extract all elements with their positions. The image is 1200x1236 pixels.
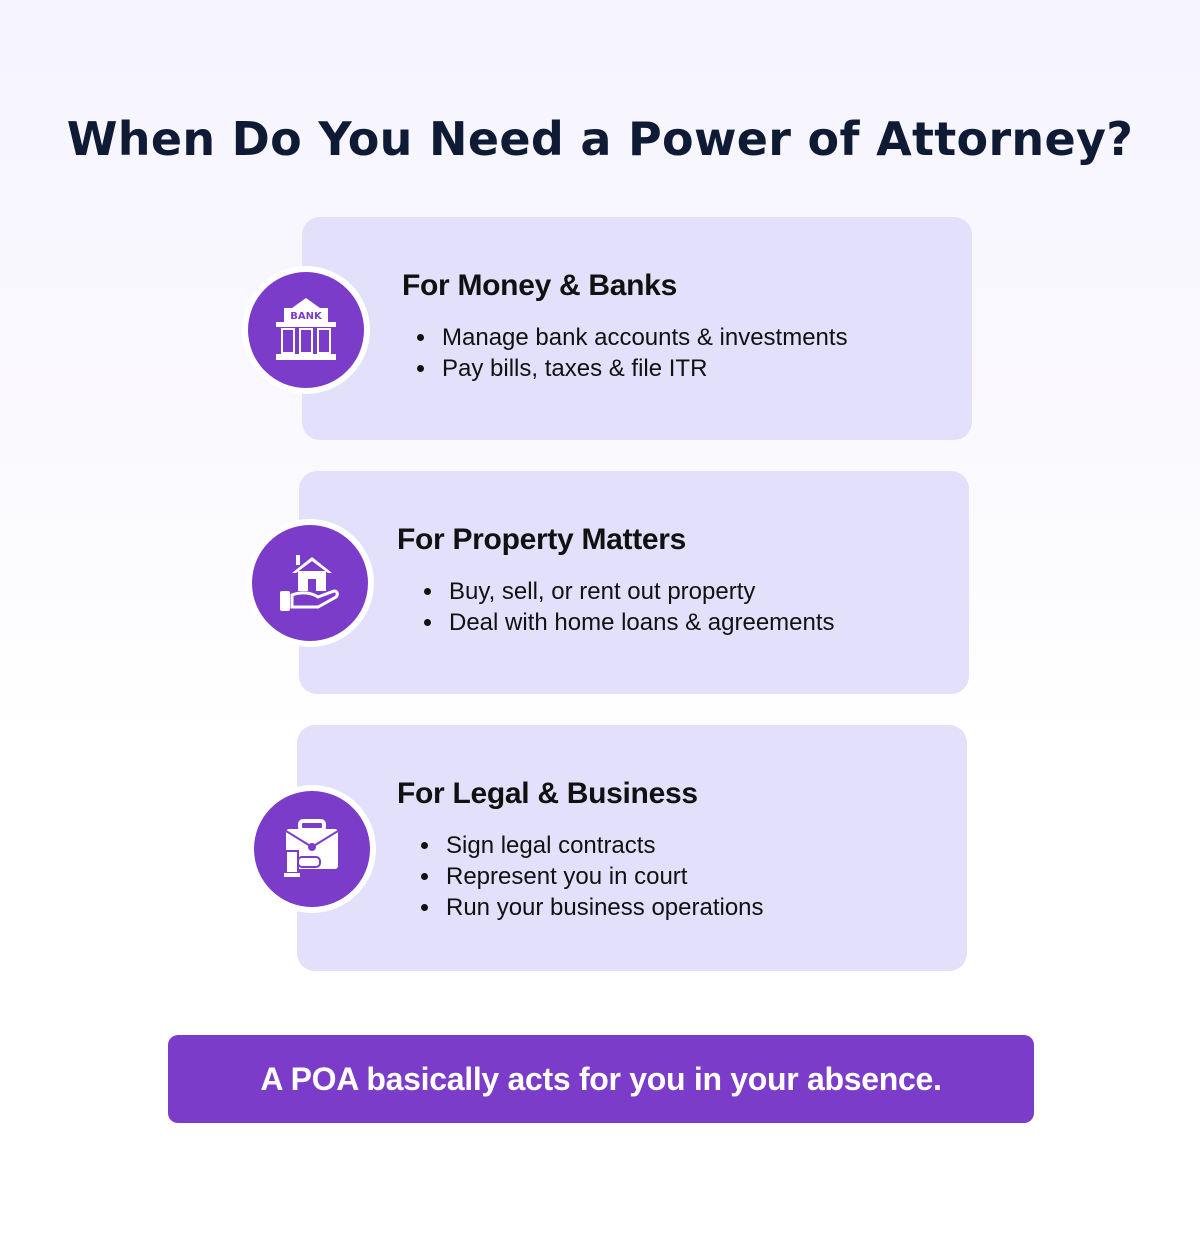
card-money-banks: For Money & Banks Manage bank accounts &… (302, 217, 972, 440)
card-property-matters: For Property Matters Buy, sell, or rent … (299, 471, 969, 694)
card-list: Buy, sell, or rent out property Deal wit… (423, 576, 835, 638)
card-heading: For Legal & Business (397, 777, 698, 810)
card-legal-business: For Legal & Business Sign legal contract… (297, 725, 967, 971)
page-title: When Do You Need a Power of Attorney? (66, 112, 1134, 166)
card-list: Manage bank accounts & investments Pay b… (416, 322, 848, 384)
list-item: Manage bank accounts & investments (438, 322, 848, 353)
card-heading: For Money & Banks (402, 269, 677, 302)
list-item: Represent you in court (442, 861, 764, 892)
briefcase-gavel-icon (254, 791, 370, 907)
card-list: Sign legal contracts Represent you in co… (420, 830, 764, 923)
summary-banner: A POA basically acts for you in your abs… (168, 1035, 1034, 1123)
bank-icon: BANK (248, 272, 364, 388)
list-item: Run your business operations (442, 892, 764, 923)
list-item: Sign legal contracts (442, 830, 764, 861)
bank-icon-label: BANK (290, 311, 323, 322)
list-item: Pay bills, taxes & file ITR (438, 353, 848, 384)
list-item: Buy, sell, or rent out property (445, 576, 835, 607)
house-in-hand-icon (252, 525, 368, 641)
list-item: Deal with home loans & agreements (445, 607, 835, 638)
card-heading: For Property Matters (397, 523, 687, 556)
